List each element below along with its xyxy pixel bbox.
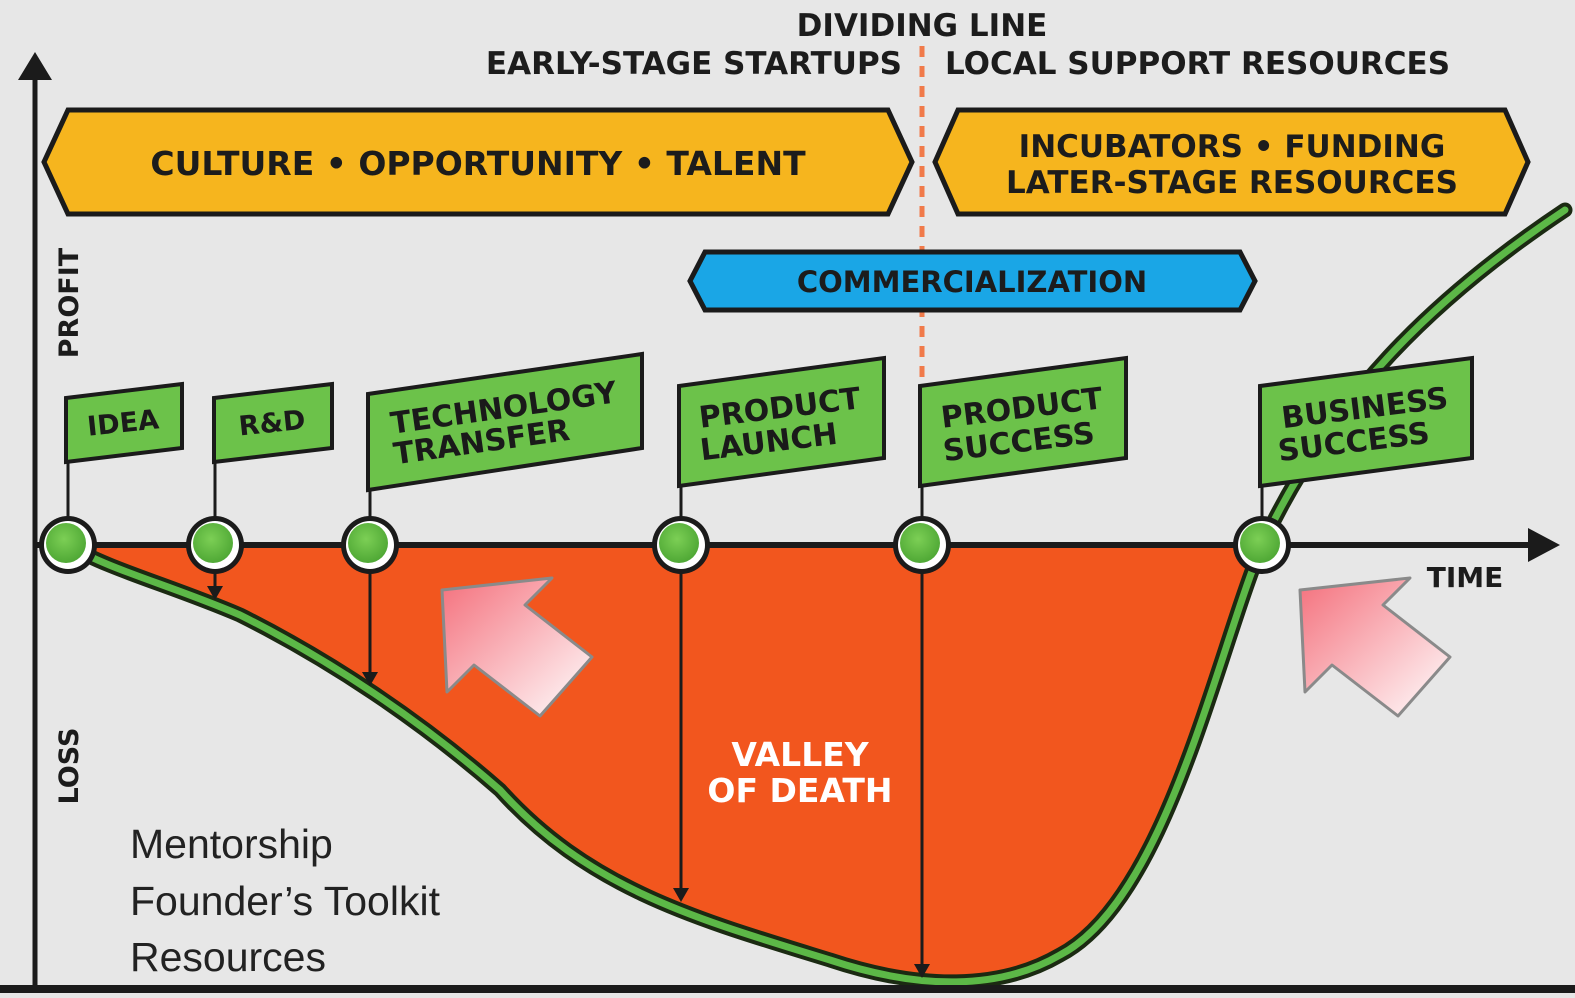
dividing-line-label: DIVIDING LINE (797, 8, 1048, 44)
banner-commercialization-text: COMMERCIALIZATION (797, 265, 1147, 299)
banner-incubators-line2: LATER-STAGE RESOURCES (1006, 165, 1458, 201)
banner-incubators: INCUBATORS • FUNDING LATER-STAGE RESOURC… (932, 107, 1531, 217)
local-support-label: LOCAL SUPPORT RESOURCES (945, 46, 1450, 82)
profit-curve (64, 206, 1569, 986)
pointer-arrow-icon (440, 576, 594, 718)
note-mentorship: Mentorship (130, 821, 333, 867)
stage-label: R&D (237, 405, 307, 443)
arrow-down-icon (914, 964, 930, 978)
pink-arrow-right (1298, 576, 1452, 718)
milestone-node-icon (893, 516, 951, 574)
flag-idea: IDEA (64, 381, 184, 465)
stage-label: IDEA (86, 404, 161, 442)
flag-business-success: BUSINESS SUCCESS (1258, 355, 1474, 489)
note-resources: Resources (130, 934, 326, 980)
banner-commercialization: COMMERCIALIZATION (687, 249, 1258, 313)
valley-label-line2: OF DEATH (707, 771, 892, 810)
banner-culture-text: CULTURE • OPPORTUNITY • TALENT (150, 144, 806, 183)
milestone-node-icon (652, 516, 710, 574)
y-axis-arrow-icon (18, 52, 52, 80)
milestone-node-icon (1233, 516, 1291, 574)
axis-label-profit: PROFIT (54, 247, 85, 358)
banner-incubators-line1: INCUBATORS • FUNDING (1019, 129, 1446, 165)
axis-label-loss: LOSS (54, 728, 85, 805)
early-stage-label: EARLY-STAGE STARTUPS (486, 46, 902, 82)
milestone-node-icon (341, 516, 399, 574)
arrow-down-icon (673, 888, 689, 902)
pink-arrow-left (440, 576, 594, 718)
milestone-node-icon (39, 516, 97, 574)
drop-arrowheads (207, 586, 930, 978)
note-founders-toolkit: Founder’s Toolkit (130, 878, 441, 924)
arrow-down-icon (362, 672, 378, 686)
banner-culture: CULTURE • OPPORTUNITY • TALENT (41, 107, 915, 217)
milestone-node-icon (186, 516, 244, 574)
bottom-edge (0, 985, 1575, 993)
valley-label-line1: VALLEY (731, 735, 869, 774)
pointer-arrow-icon (1298, 576, 1452, 718)
flag-technology-transfer: TECHNOLOGY TRANSFER (366, 351, 644, 493)
flag-product-launch: PRODUCT LAUNCH (677, 355, 886, 489)
milestone-nodes (39, 516, 1291, 574)
axis-label-time: TIME (1427, 561, 1504, 594)
x-axis-arrow-icon (1528, 528, 1560, 562)
arrow-down-icon (207, 586, 223, 600)
flag-product-success: PRODUCT SUCCESS (918, 355, 1128, 489)
valley-fill (68, 545, 1262, 982)
flag-rd: R&D (212, 381, 334, 465)
